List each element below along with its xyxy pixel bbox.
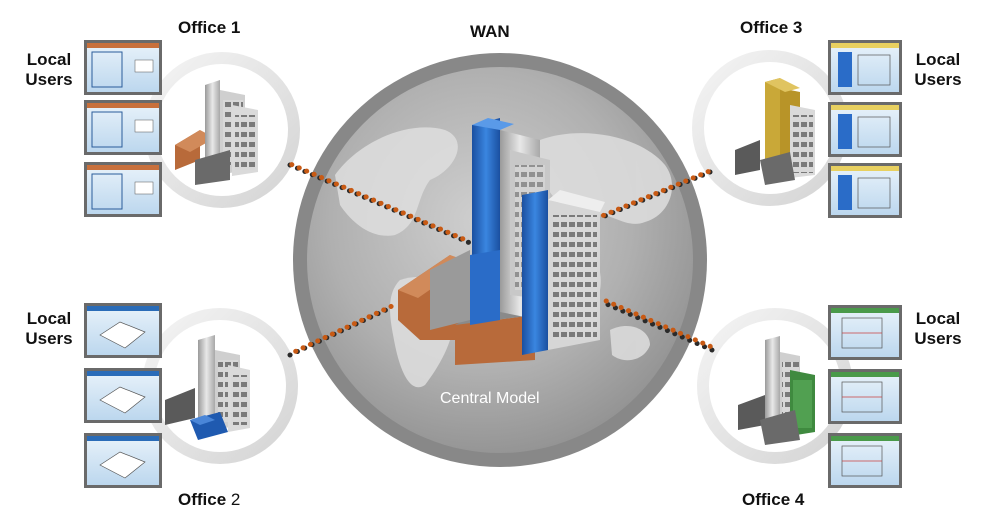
screen-1b [84,100,162,155]
wan-label: WAN [470,22,510,41]
office-1-screens [84,40,162,217]
office-2-building [165,335,250,440]
screen-3a [828,40,902,95]
office-2-screens [84,303,162,488]
screen-1a [84,40,162,95]
screen-4a [828,305,902,360]
central-model-label: Central Model [440,390,540,407]
office-1-number: 1 [230,18,241,37]
central-model-building [398,118,605,365]
screen-4c [828,433,902,488]
wan-links [285,160,717,358]
local-users-line-1: Local [915,50,961,69]
local-users-line-2: Users [914,70,962,89]
office-4-title: Office 4 [742,490,804,510]
office-2-name: Office [178,490,227,509]
office-1-name: Office [178,18,227,37]
screen-3c [828,163,902,218]
screen-1c [84,162,162,217]
local-users-line-1: Local [26,309,72,328]
local-users-line-1: Local [26,50,72,69]
screen-2b [84,368,162,423]
office-4-screens [828,305,902,488]
office-3-title: Office 3 [740,18,802,38]
local-users-line-1: Local [915,309,961,328]
screen-2c [84,433,162,488]
office-1-local-users: Local Users [14,50,84,90]
local-users-line-2: Users [25,329,73,348]
office-2-number: 2 [230,490,241,509]
office-1-title: Office 1 [178,18,240,38]
link-office-3 [599,167,715,219]
link-office-4 [601,297,717,351]
office-1-building [175,80,258,185]
office-3-building [735,78,815,185]
office-2-title: Office 2 [178,490,240,510]
office-3-local-users: Local Users [903,50,973,90]
office-2-local-users: Local Users [14,309,84,349]
screen-4b [828,369,902,424]
screen-3b [828,102,902,157]
local-users-line-2: Users [914,329,962,348]
screen-2a [84,303,162,358]
link-office-2 [289,303,395,356]
office-4-number: 4 [794,490,805,509]
office-3-name: Office [740,18,789,37]
office-3-number: 3 [792,18,803,37]
office-3-screens [828,40,902,218]
local-users-line-2: Users [25,70,73,89]
office-4-building [738,336,815,445]
office-4-local-users: Local Users [903,309,973,349]
office-4-name: Office [742,490,791,509]
